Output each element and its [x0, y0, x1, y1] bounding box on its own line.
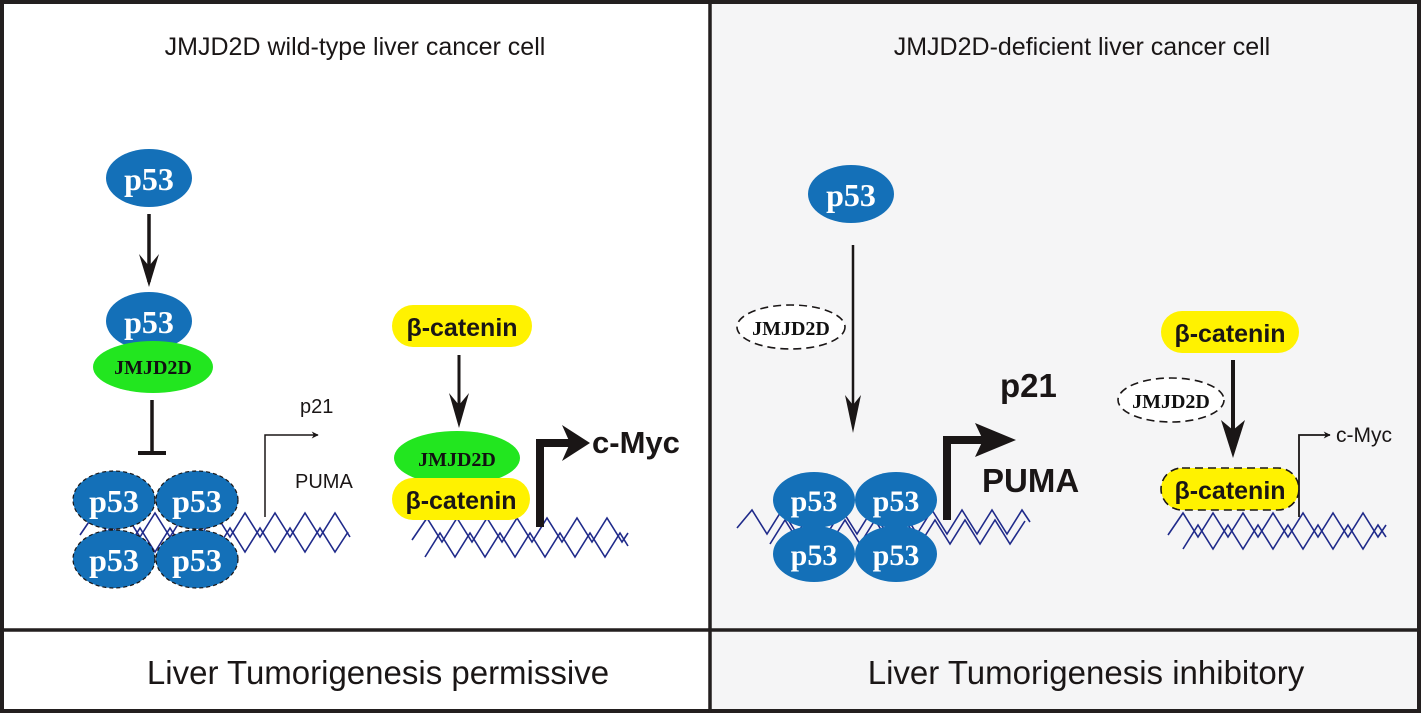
right-p53-free: p53	[808, 165, 894, 223]
left-cmyc-label: c-Myc	[592, 425, 680, 460]
right-dna-strand-2	[1167, 511, 1387, 551]
left-jmjd2d-bcat-complex: JMJD2D β-catenin	[392, 431, 530, 520]
left-strong-promoter-arrow	[536, 425, 590, 527]
svg-text:JMJD2D: JMJD2D	[752, 318, 830, 340]
left-p53-free: p53	[106, 149, 192, 207]
left-jmjd2d-complex: JMJD2D	[418, 449, 496, 471]
svg-text:p53: p53	[826, 177, 876, 213]
right-strong-promoter-arrow	[943, 423, 1016, 520]
right-bcat-bound: β-catenin	[1174, 477, 1285, 505]
left-p53-bound: p53	[124, 304, 174, 340]
p53-unit: p53	[791, 539, 838, 572]
left-bcat-arrow	[449, 355, 469, 428]
right-bcat-arrow	[1221, 360, 1245, 458]
left-dna-strand-2	[411, 516, 629, 559]
p53-unit: p53	[873, 485, 920, 518]
left-puma-label: PUMA	[295, 471, 353, 493]
right-p53-arrow	[845, 245, 861, 433]
right-jmjd2d-absent-2: JMJD2D	[1117, 377, 1225, 423]
left-inhibition-line	[138, 400, 166, 455]
right-panel-bg	[710, 0, 1421, 713]
p53-unit: p53	[873, 539, 920, 572]
p53-unit: p53	[172, 542, 222, 578]
left-jmjd2d-bound: JMJD2D	[114, 357, 192, 379]
right-weak-promoter-arrow	[1298, 431, 1331, 517]
right-outcome-label: Liver Tumorigenesis inhibitory	[868, 654, 1305, 691]
right-p21-label: p21	[1000, 367, 1057, 404]
right-bcat-bound-dashed: β-catenin	[1160, 467, 1300, 511]
p53-unit: p53	[89, 542, 139, 578]
left-p53-tetramer: p53 p53 p53 p53	[72, 470, 239, 589]
left-p21-label: p21	[300, 396, 333, 418]
left-p53-jmjd2d-complex: p53 JMJD2D	[93, 292, 213, 393]
right-p53-tetramer: p53 p53 p53 p53	[773, 472, 937, 582]
left-bcat-free: β-catenin	[392, 305, 532, 347]
right-puma-label: PUMA	[982, 462, 1079, 499]
left-weak-promoter-arrow	[264, 431, 319, 517]
svg-text:p53: p53	[124, 161, 174, 197]
left-bcat-bound: β-catenin	[405, 487, 516, 515]
svg-text:β-catenin: β-catenin	[1174, 320, 1285, 348]
p53-unit: p53	[172, 483, 222, 519]
p53-unit: p53	[791, 485, 838, 518]
right-panel-title: JMJD2D-deficient liver cancer cell	[894, 33, 1271, 61]
svg-text:JMJD2D: JMJD2D	[1132, 391, 1210, 413]
left-activation-arrow	[139, 214, 159, 287]
left-outcome-label: Liver Tumorigenesis permissive	[147, 654, 609, 691]
svg-text:β-catenin: β-catenin	[406, 314, 517, 342]
right-bcat-free: β-catenin	[1161, 311, 1299, 353]
left-panel-title: JMJD2D wild-type liver cancer cell	[165, 33, 546, 61]
right-cmyc-label: c-Myc	[1336, 424, 1392, 447]
right-jmjd2d-absent-1: JMJD2D	[736, 304, 846, 350]
p53-unit: p53	[89, 483, 139, 519]
